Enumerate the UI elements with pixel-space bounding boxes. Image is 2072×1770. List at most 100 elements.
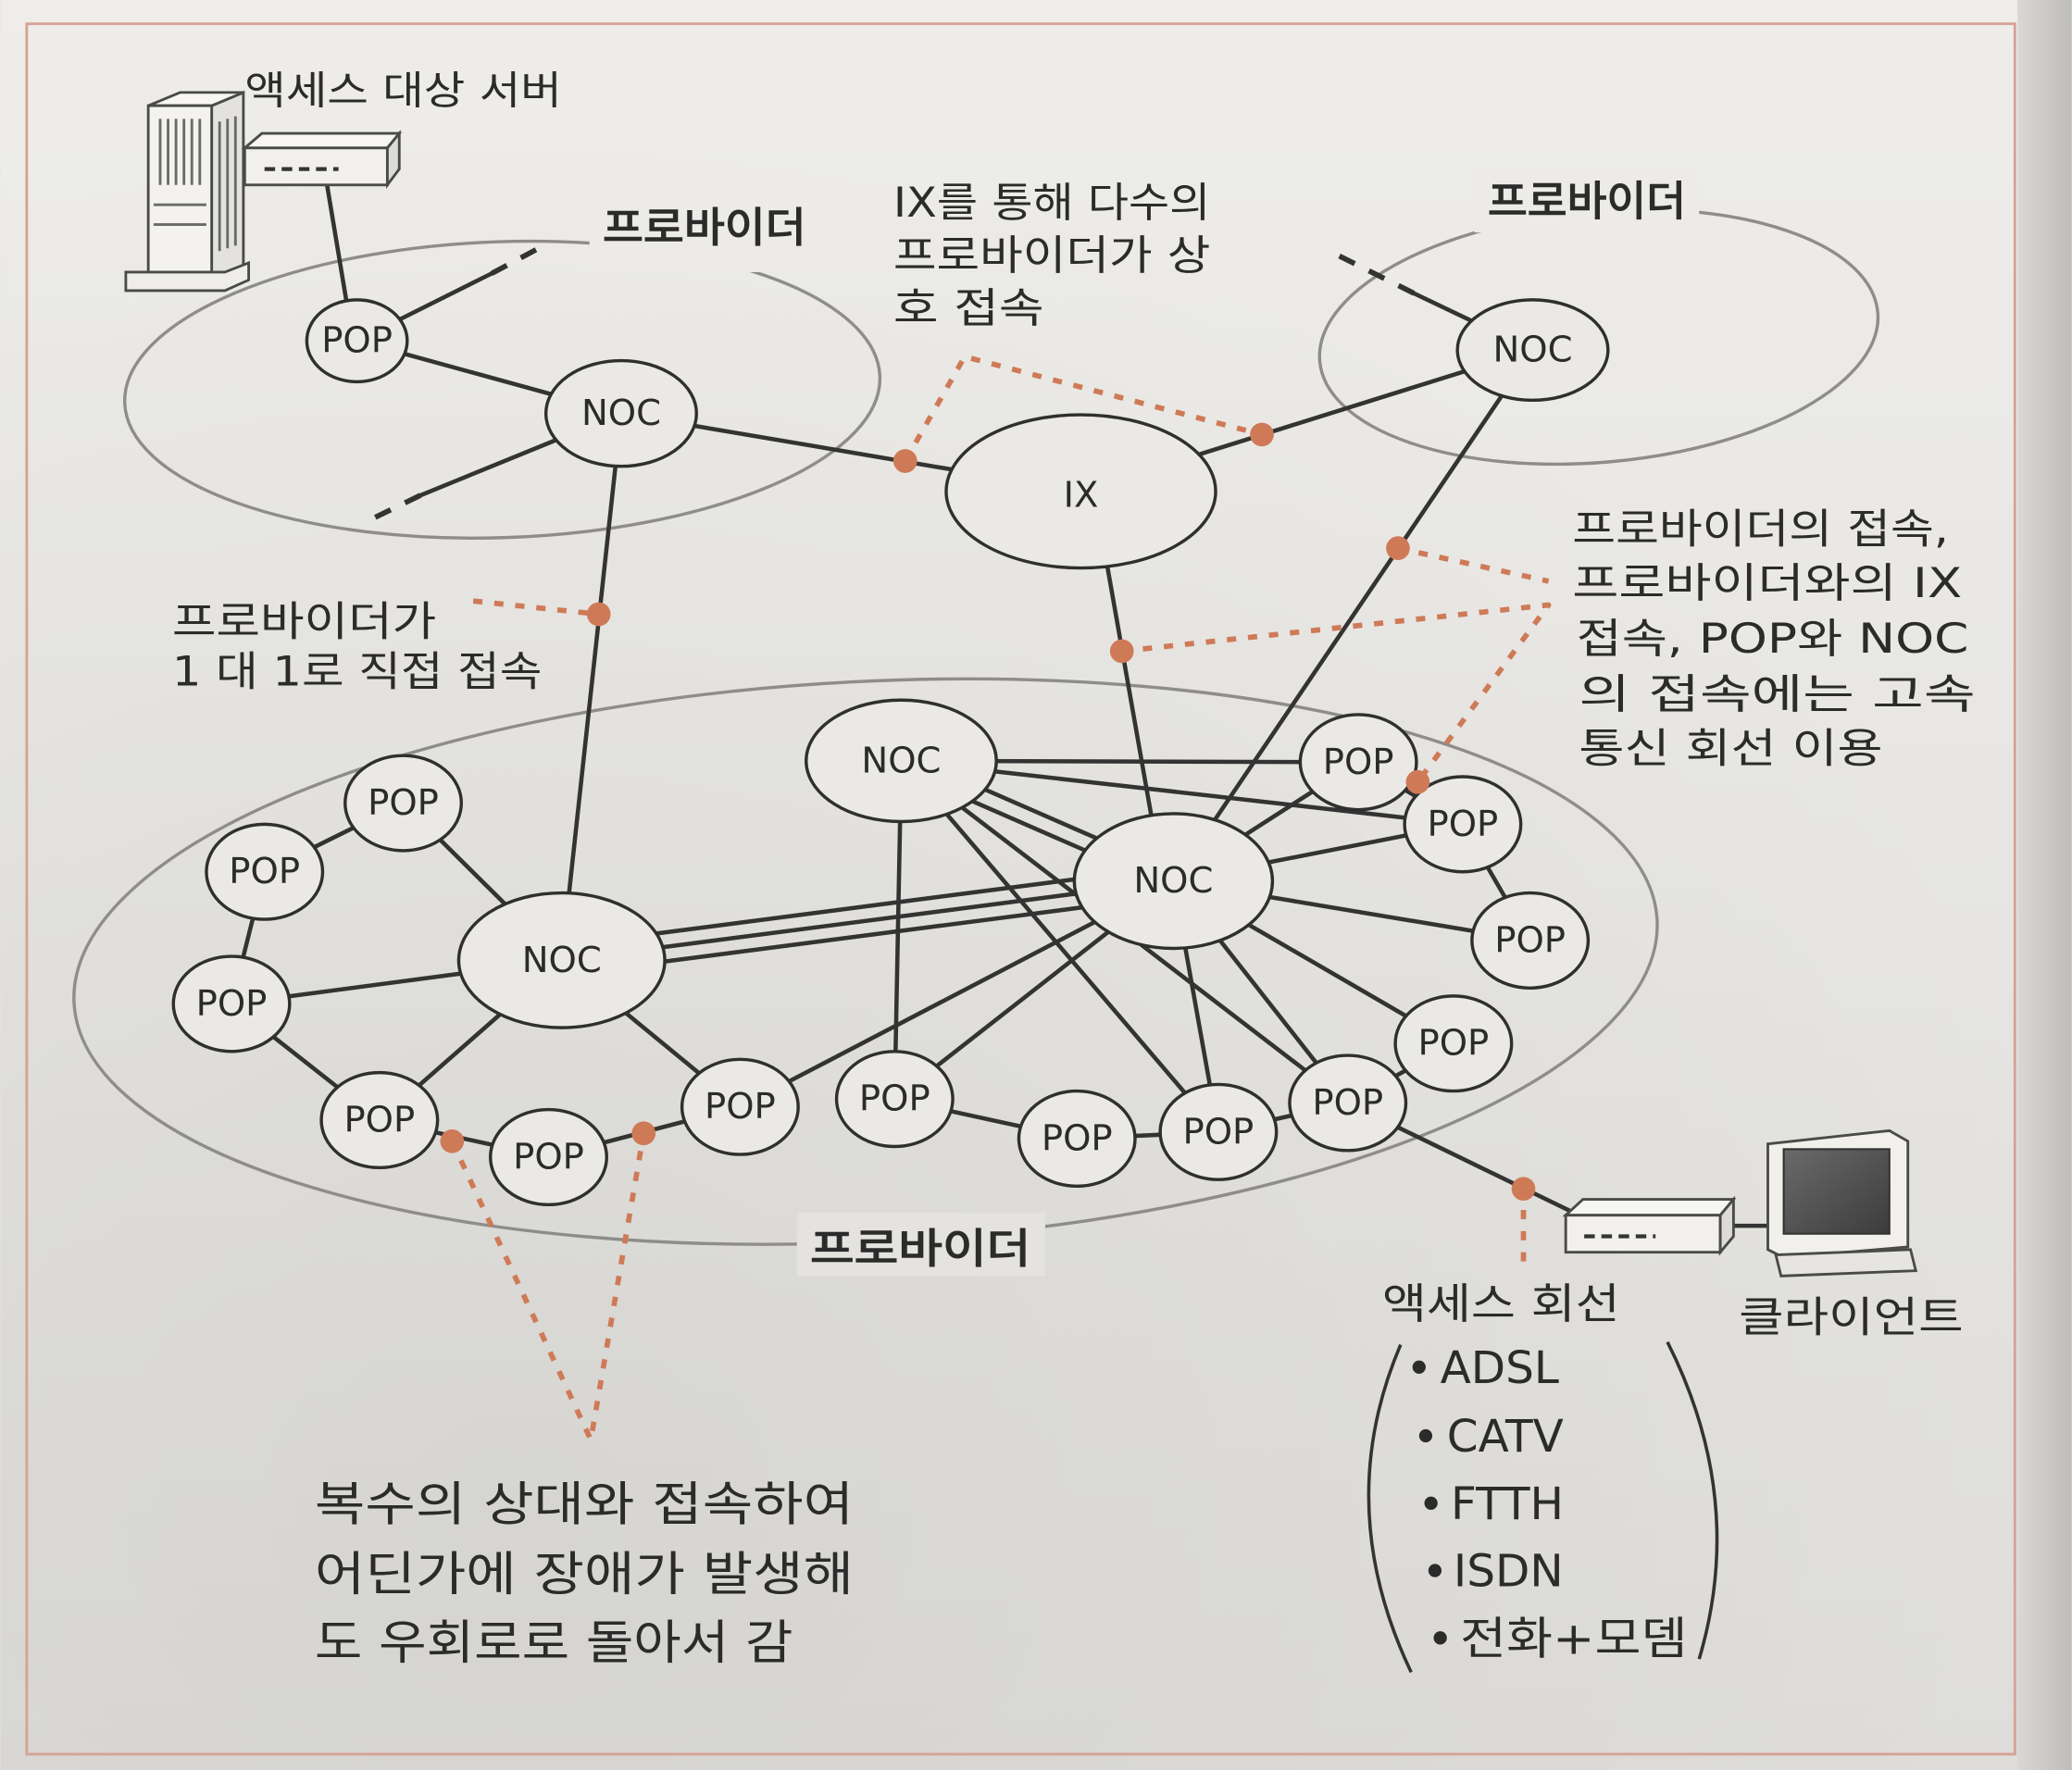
redundancy-leader bbox=[449, 1132, 647, 1443]
provider-label-top-right: 프로바이더 bbox=[1488, 179, 1686, 226]
link bbox=[899, 758, 1221, 1135]
note-line: 도 우회로로 돌아서 감 bbox=[315, 1615, 793, 1671]
link-extension bbox=[372, 492, 422, 520]
note-line: 어딘가에 장애가 발생해 bbox=[315, 1547, 854, 1602]
link-extension bbox=[1336, 252, 1416, 296]
access-line-label: 액세스 회선 bbox=[1382, 1279, 1620, 1328]
note-line: 복수의 상대와 접속하여 bbox=[315, 1477, 854, 1532]
pop-node: POP bbox=[834, 1050, 955, 1149]
label-mask bbox=[1474, 168, 1700, 233]
connection-dot bbox=[1250, 422, 1274, 447]
pop-label: POP bbox=[1323, 742, 1394, 783]
link bbox=[324, 180, 349, 304]
provider-ring-top-left bbox=[122, 239, 882, 540]
redundancy-note: 복수의 상대와 접속하여 어딘가에 장애가 발생해 도 우회로로 돌아서 감 bbox=[315, 1477, 854, 1671]
noc-node: NOC bbox=[456, 891, 667, 1029]
pop-label: POP bbox=[859, 1078, 930, 1120]
pop-node: POP bbox=[319, 1070, 440, 1170]
pop-node: POP bbox=[205, 822, 325, 921]
direct-connect-note: 프로바이더가 1 대 1로 직접 접속 bbox=[172, 598, 543, 695]
pop-label: POP bbox=[343, 1099, 415, 1141]
ix-node: IX bbox=[944, 413, 1217, 570]
noc-node: NOC bbox=[543, 358, 699, 468]
pop-node: POP bbox=[1288, 1053, 1408, 1153]
connection-dot bbox=[1511, 1177, 1536, 1202]
connection-dot bbox=[1405, 769, 1430, 794]
connection-dot bbox=[631, 1121, 656, 1146]
note-line: IX를 통해 다수의 bbox=[893, 180, 1210, 227]
pop-label: POP bbox=[368, 782, 439, 824]
note-line: 프로바이더가 상 bbox=[893, 232, 1210, 280]
note-line: 접속, POP와 NOC bbox=[1577, 616, 1969, 663]
annotation-leaders bbox=[449, 354, 1552, 1443]
access-type: 전화+모뎀 bbox=[1460, 1613, 1687, 1664]
noc-label: NOC bbox=[861, 740, 941, 781]
connection-dot bbox=[1386, 536, 1410, 560]
bullet-icon bbox=[1428, 1564, 1442, 1577]
pop-label: POP bbox=[1042, 1117, 1113, 1159]
note-line: 의 접속에는 고속 bbox=[1579, 671, 1975, 718]
noc-node: NOC bbox=[805, 698, 998, 824]
access-type: CATV bbox=[1447, 1411, 1564, 1463]
connection-dot bbox=[892, 449, 917, 473]
pop-node: POP bbox=[1158, 1082, 1279, 1181]
server-icon bbox=[124, 90, 403, 293]
label-mask bbox=[589, 195, 819, 272]
noc-label: NOC bbox=[1492, 330, 1572, 371]
note-line: 프로바이더와의 IX bbox=[1572, 560, 1962, 607]
note-line: 호 접속 bbox=[893, 285, 1044, 332]
pop-node: POP bbox=[343, 754, 464, 853]
provider-label-bottom: 프로바이더 bbox=[810, 1226, 1030, 1273]
pop-label: POP bbox=[321, 320, 393, 362]
monitor-screen bbox=[1782, 1148, 1891, 1235]
link-extension bbox=[490, 241, 550, 276]
bullet-icon bbox=[1412, 1360, 1426, 1374]
connection-markers bbox=[440, 422, 1536, 1202]
label-mask bbox=[796, 1212, 1045, 1277]
pop-node: POP bbox=[1298, 713, 1418, 812]
high-speed-leader bbox=[1121, 602, 1552, 784]
access-type: ISDN bbox=[1454, 1546, 1564, 1598]
connection-dot bbox=[586, 602, 611, 627]
noc-label: NOC bbox=[522, 940, 602, 981]
server-label: 액세스 대상 서버 bbox=[244, 69, 561, 115]
bullet-icon bbox=[1433, 1631, 1447, 1645]
client-label: 클라이언트 bbox=[1739, 1292, 1964, 1341]
pop-label: POP bbox=[1494, 919, 1566, 961]
access-line-section: 액세스 회선 ADSL CATV FTTH ISDN 전화+모뎀 bbox=[1367, 1279, 1719, 1674]
access-type: FTTH bbox=[1451, 1478, 1564, 1530]
monitor-icon bbox=[1766, 1128, 1918, 1278]
pop-node: POP bbox=[680, 1057, 800, 1156]
high-speed-leader bbox=[1397, 545, 1550, 584]
pop-label: POP bbox=[513, 1136, 584, 1178]
pop-label: POP bbox=[1427, 804, 1498, 845]
pop-node: POP bbox=[1017, 1089, 1137, 1189]
ix-interconnect-note: IX를 통해 다수의 프로바이더가 상 호 접속 bbox=[893, 180, 1210, 332]
page-frame bbox=[25, 22, 2016, 1756]
right-bracket bbox=[1666, 1340, 1719, 1660]
noc-node: NOC bbox=[1072, 812, 1275, 951]
page-edge bbox=[2017, 0, 2072, 1770]
note-line: 프로바이더의 접속, bbox=[1572, 505, 1949, 553]
noc-label: NOC bbox=[581, 393, 661, 434]
pop-node: POP bbox=[171, 954, 292, 1053]
pop-node: POP bbox=[305, 298, 409, 384]
connection-dot bbox=[1109, 639, 1134, 664]
ix-label: IX bbox=[1064, 475, 1099, 517]
ix-leader bbox=[903, 354, 1263, 463]
noc-label: NOC bbox=[1133, 860, 1213, 902]
bullet-icon bbox=[1418, 1428, 1433, 1443]
pop-label: POP bbox=[229, 851, 300, 892]
modem-icon bbox=[1562, 1195, 1737, 1256]
pop-label: POP bbox=[1183, 1111, 1254, 1153]
pop-label: POP bbox=[1312, 1082, 1383, 1124]
pop-label: POP bbox=[196, 983, 268, 1025]
pop-label: POP bbox=[705, 1086, 776, 1128]
high-speed-note: 프로바이더의 접속, 프로바이더와의 IX 접속, POP와 NOC 의 접속에… bbox=[1572, 505, 1975, 772]
pop-node: POP bbox=[1403, 775, 1523, 874]
bullet-icon bbox=[1424, 1496, 1438, 1510]
note-line: 프로바이더가 bbox=[172, 598, 436, 645]
note-line: 통신 회선 이용 bbox=[1579, 725, 1882, 772]
link bbox=[1171, 347, 1535, 884]
